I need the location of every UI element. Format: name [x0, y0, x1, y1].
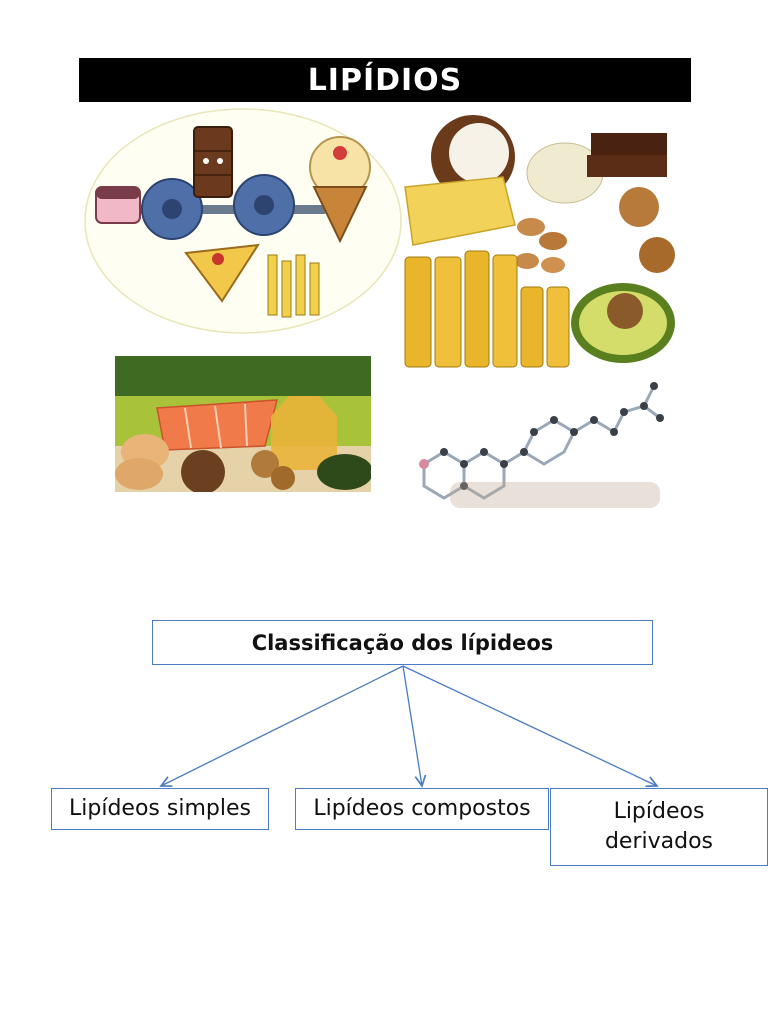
- derived-lipids-box: Lipídeos derivados: [550, 788, 768, 866]
- classification-root-box: Classificação dos lípideos: [152, 620, 653, 665]
- simple-lipids-box: Lipídeos simples: [51, 788, 269, 830]
- arrow-to-derivados: [402, 665, 657, 786]
- fatty-foods-collage-icon: [403, 115, 688, 373]
- cartoon-foods-weightlifting-icon: [82, 105, 404, 337]
- page-title: LIPÍDIOS: [79, 58, 691, 102]
- compound-lipids-box: Lipídeos compostos: [295, 788, 549, 830]
- salmon-eggs-oil-nuts-icon: [115, 356, 371, 492]
- arrow-to-simples: [161, 665, 404, 786]
- cholesterol-molecule-icon: [410, 372, 680, 512]
- arrow-to-compostos: [402, 665, 422, 786]
